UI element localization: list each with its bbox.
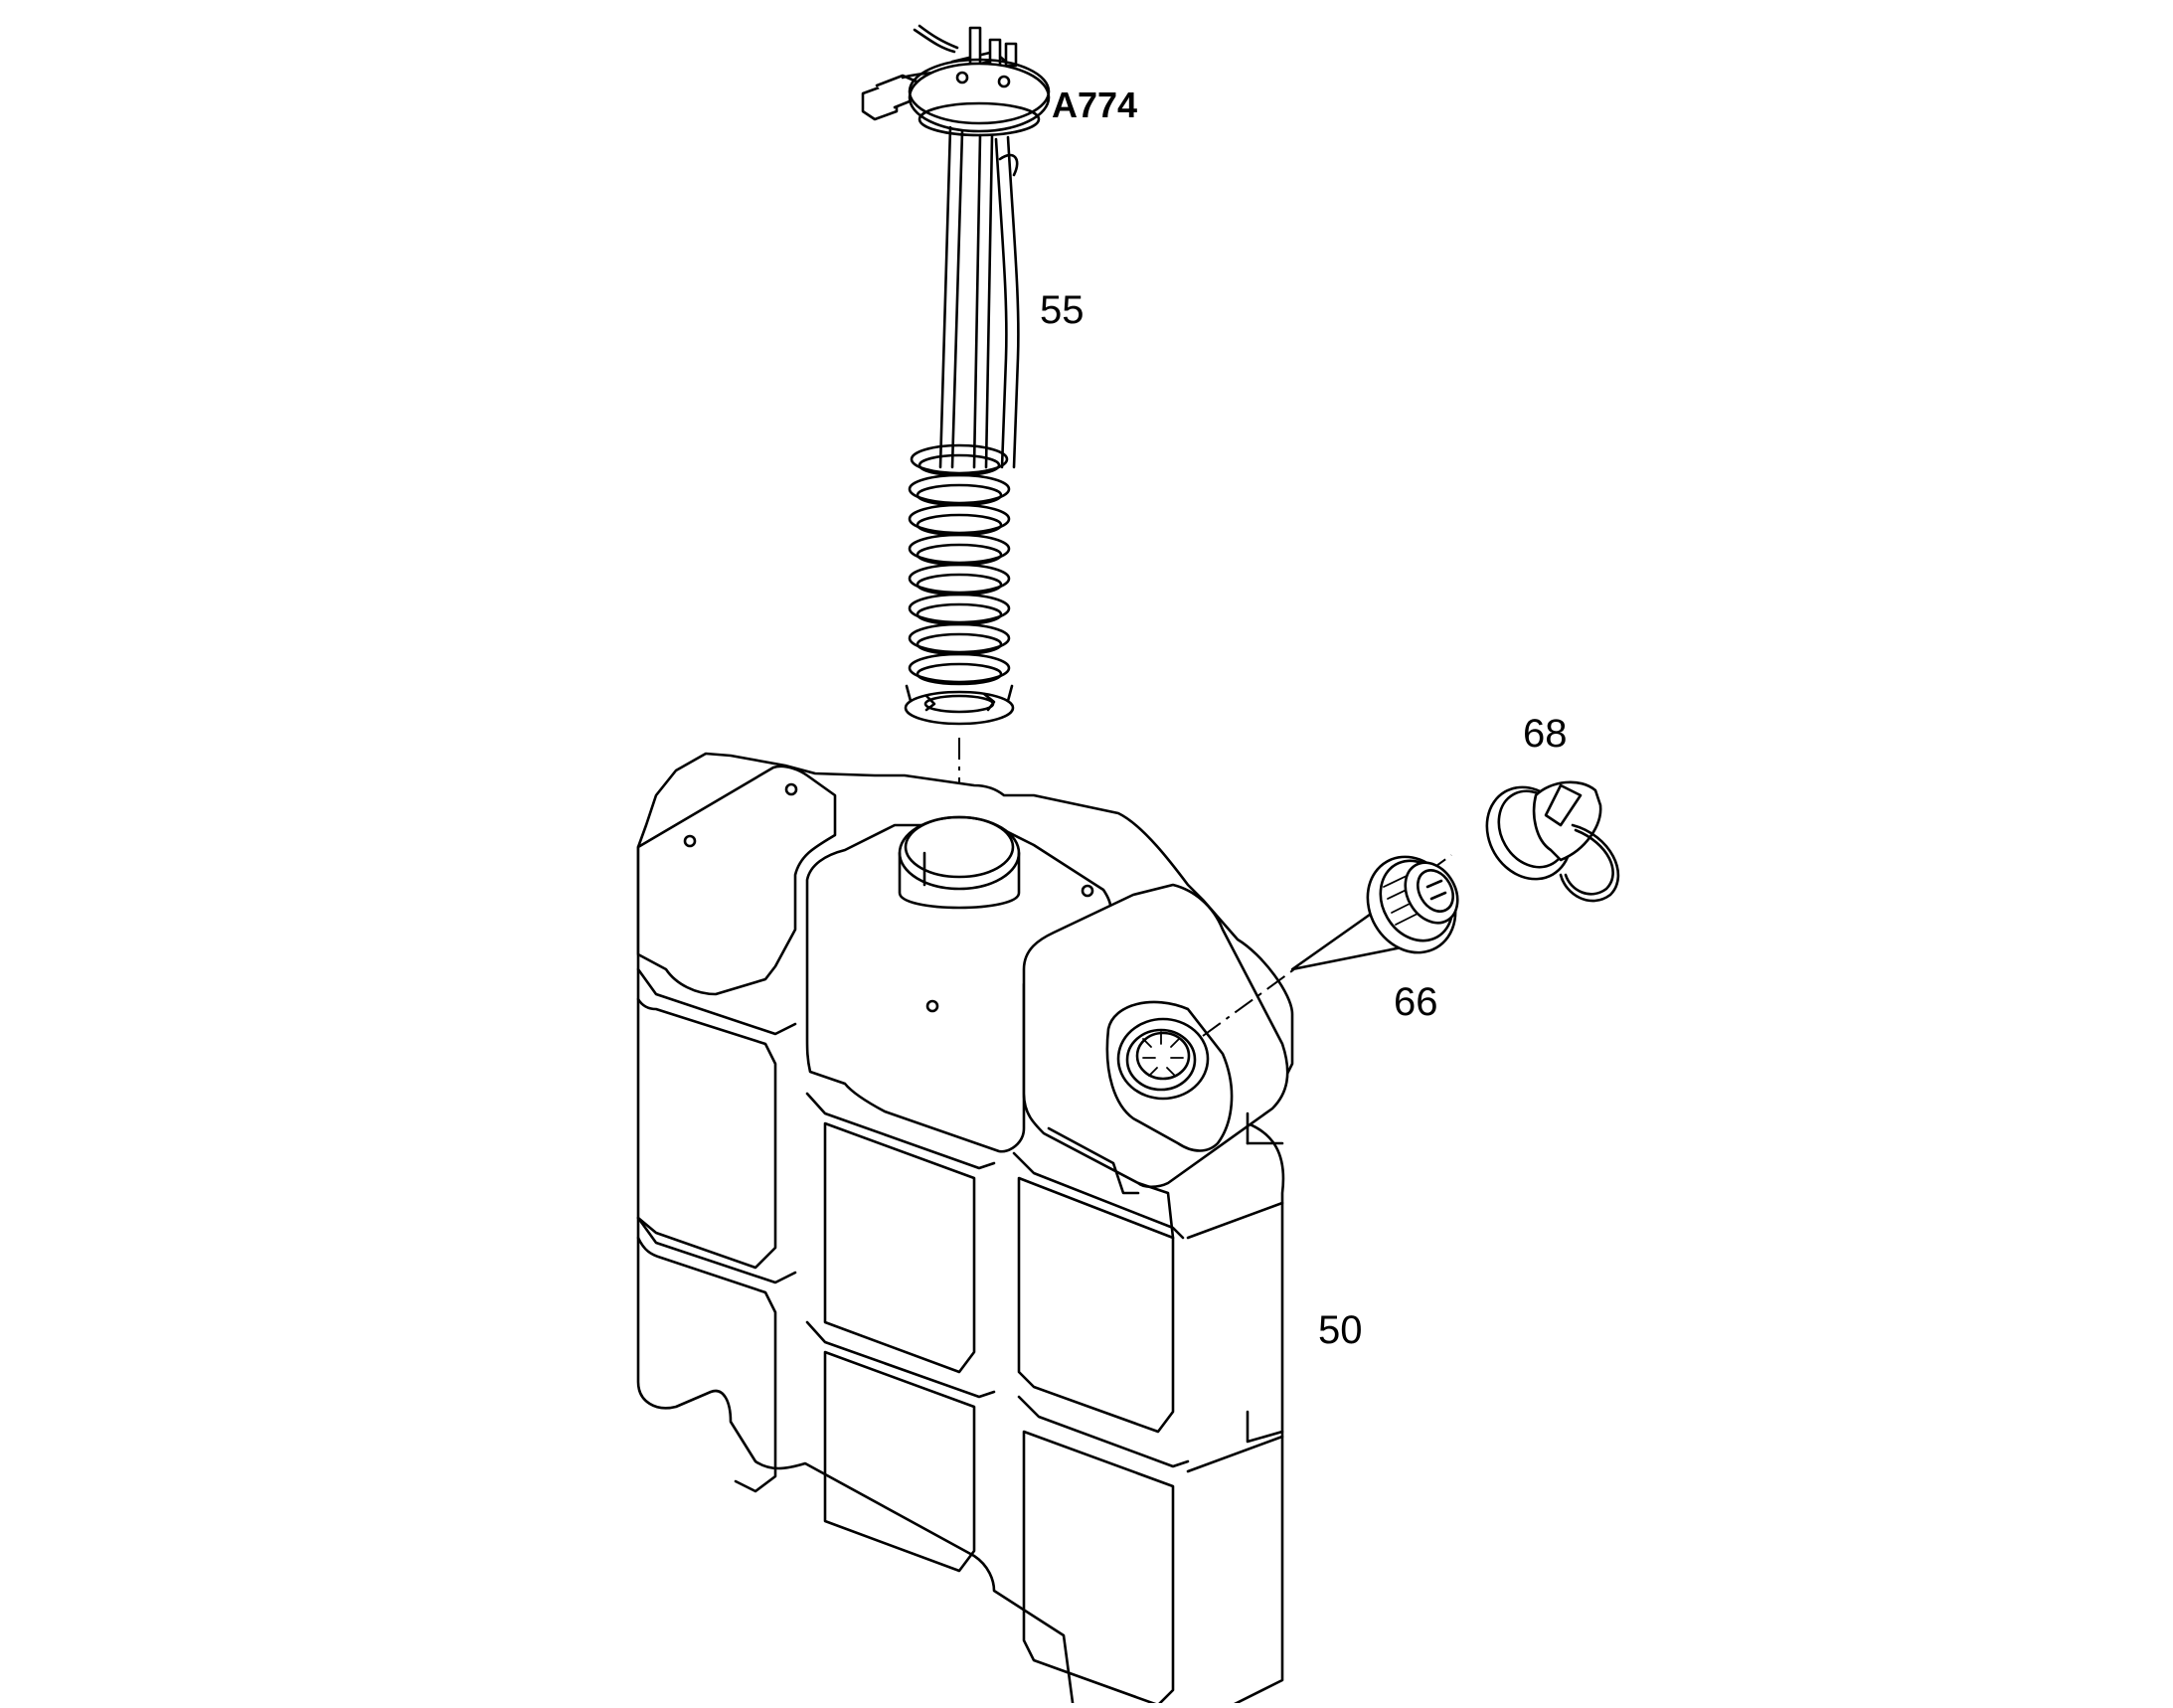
tank-label: 50 (1318, 1308, 1363, 1352)
sender-unit-part (861, 24, 1051, 726)
sender-unit-label: 55 (1040, 288, 1085, 332)
tank-part (636, 752, 1294, 1708)
filler-neck-label: 66 (1394, 980, 1438, 1024)
cap-part (1485, 780, 1620, 903)
heating-coil (908, 443, 1011, 686)
cap-label: 68 (1523, 712, 1568, 756)
filler-neck-part (1290, 855, 1459, 971)
sensor-label: A774 (1052, 85, 1138, 125)
